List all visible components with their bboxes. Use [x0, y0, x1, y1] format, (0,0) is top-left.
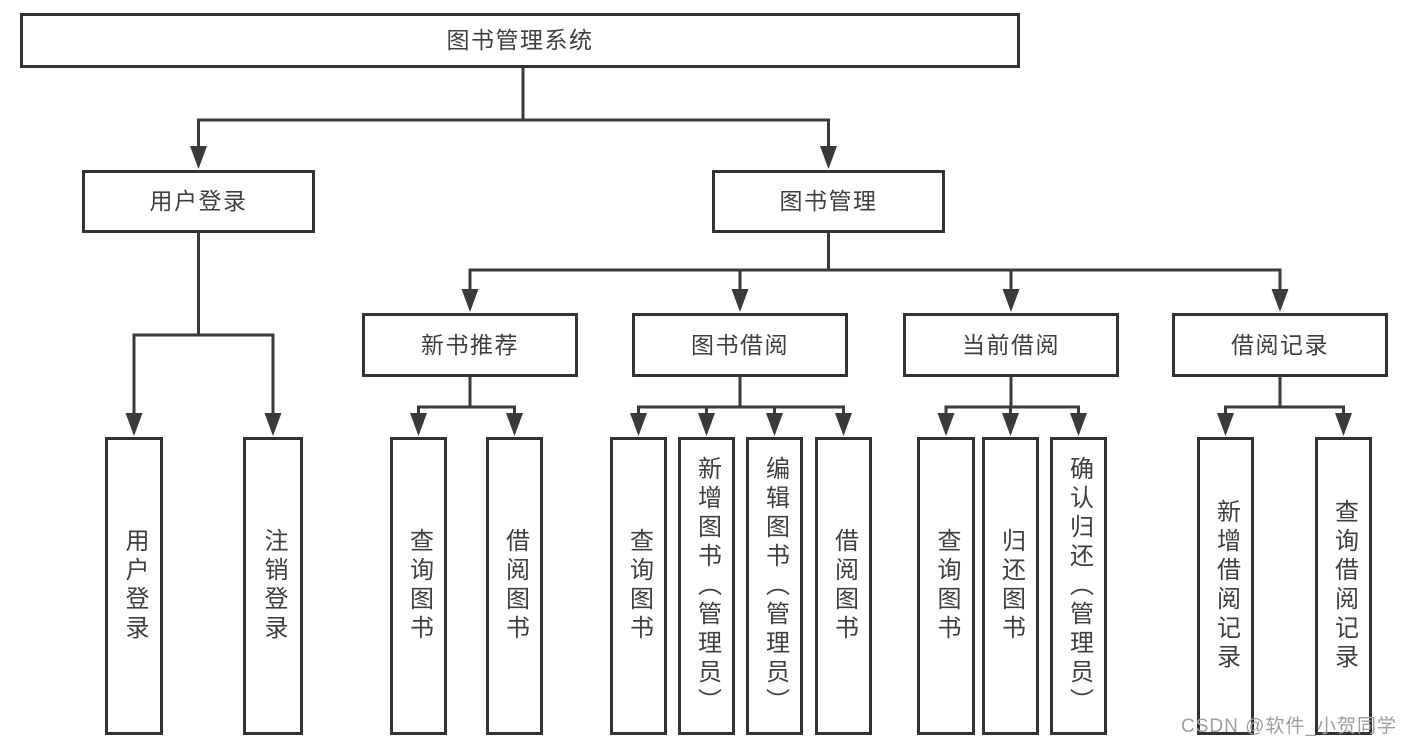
node-user-login: 用户登录	[82, 170, 315, 233]
leaf-records-query-record-label: 查询借阅记录	[1330, 499, 1358, 673]
arrowhead	[125, 413, 143, 436]
leaf-borrowing-query-book: 查询图书	[610, 437, 667, 735]
arrowhead	[820, 146, 837, 169]
leaf-records-query-record: 查询借阅记录	[1315, 437, 1372, 735]
leaf-borrowing-edit-book-label: 编辑图书（管理员）	[761, 455, 789, 717]
leaf-user-login: 用户登录	[105, 437, 163, 735]
arrowhead	[698, 413, 715, 436]
leaf-borrowing-add-book-label: 新增图书（管理员）	[693, 455, 721, 717]
arrowhead	[1335, 413, 1352, 436]
leaf-current-confirm-return: 确认归还（管理员）	[1050, 437, 1107, 735]
leaf-logout-label: 注销登录	[260, 528, 287, 644]
connector-user-login	[132, 231, 275, 433]
leaf-recommend-borrow-book-label: 借阅图书	[501, 528, 529, 644]
leaf-recommend-query-book: 查询图书	[390, 437, 447, 735]
connector-new-book-recommend	[417, 375, 516, 433]
leaf-borrowing-edit-book: 编辑图书（管理员）	[746, 437, 803, 735]
connector-borrowing-records	[1224, 375, 1345, 433]
leaf-recommend-borrow-book: 借阅图书	[486, 437, 543, 735]
leaf-records-add-record: 新增借阅记录	[1197, 437, 1254, 735]
leaf-borrowing-query-book-label: 查询图书	[625, 528, 653, 644]
arrowhead	[1070, 413, 1087, 436]
arrowhead	[835, 413, 852, 436]
arrowhead	[1002, 413, 1019, 436]
leaf-current-query-book: 查询图书	[917, 437, 975, 735]
node-current-borrowing-label: 当前借阅	[962, 331, 1060, 358]
node-user-login-label: 用户登录	[149, 188, 248, 214]
node-new-book-recommend-label: 新书推荐	[421, 331, 519, 358]
leaf-user-login-label: 用户登录	[121, 528, 148, 644]
node-system-root: 图书管理系统	[20, 13, 1020, 68]
connector-book-borrowing	[637, 375, 845, 433]
arrowhead	[937, 413, 955, 436]
leaf-borrowing-add-book: 新增图书（管理员）	[678, 437, 735, 735]
node-book-management: 图书管理	[712, 170, 945, 233]
node-new-book-recommend: 新书推荐	[362, 313, 578, 377]
arrowhead	[1002, 289, 1020, 312]
leaf-logout: 注销登录	[243, 437, 303, 735]
arrowhead	[190, 146, 207, 169]
connector-root	[197, 66, 830, 166]
arrowhead	[630, 413, 647, 436]
csdn-watermark: CSDN @软件_小贺同学	[1181, 716, 1397, 737]
connector-book-management	[468, 231, 1282, 309]
node-system-root-label: 图书管理系统	[446, 27, 594, 53]
leaf-records-add-record-label: 新增借阅记录	[1212, 499, 1240, 673]
arrowhead	[461, 289, 479, 312]
arrowheads	[125, 146, 1352, 436]
leaf-current-query-book-label: 查询图书	[933, 528, 960, 644]
leaf-recommend-query-book-label: 查询图书	[405, 528, 433, 644]
leaf-current-return-book-label: 归还图书	[997, 528, 1025, 644]
node-book-borrowing: 图书借阅	[632, 313, 848, 377]
node-book-borrowing-label: 图书借阅	[691, 331, 789, 358]
leaf-borrowing-borrow-book: 借阅图书	[815, 437, 872, 735]
node-borrowing-records-label: 借阅记录	[1231, 331, 1329, 358]
arrowhead	[1217, 413, 1234, 436]
arrowhead	[731, 289, 749, 312]
arrowhead	[410, 413, 427, 436]
arrowhead	[766, 413, 783, 436]
node-borrowing-records: 借阅记录	[1172, 313, 1388, 377]
leaf-current-confirm-return-label: 确认归还（管理员）	[1065, 455, 1093, 717]
leaf-current-return-book: 归还图书	[982, 437, 1039, 735]
leaf-borrowing-borrow-book-label: 借阅图书	[830, 528, 858, 644]
node-current-borrowing: 当前借阅	[903, 313, 1119, 377]
node-book-management-label: 图书管理	[779, 188, 878, 214]
arrowhead	[506, 413, 523, 436]
arrowhead	[264, 413, 282, 436]
arrowhead	[1271, 289, 1289, 312]
